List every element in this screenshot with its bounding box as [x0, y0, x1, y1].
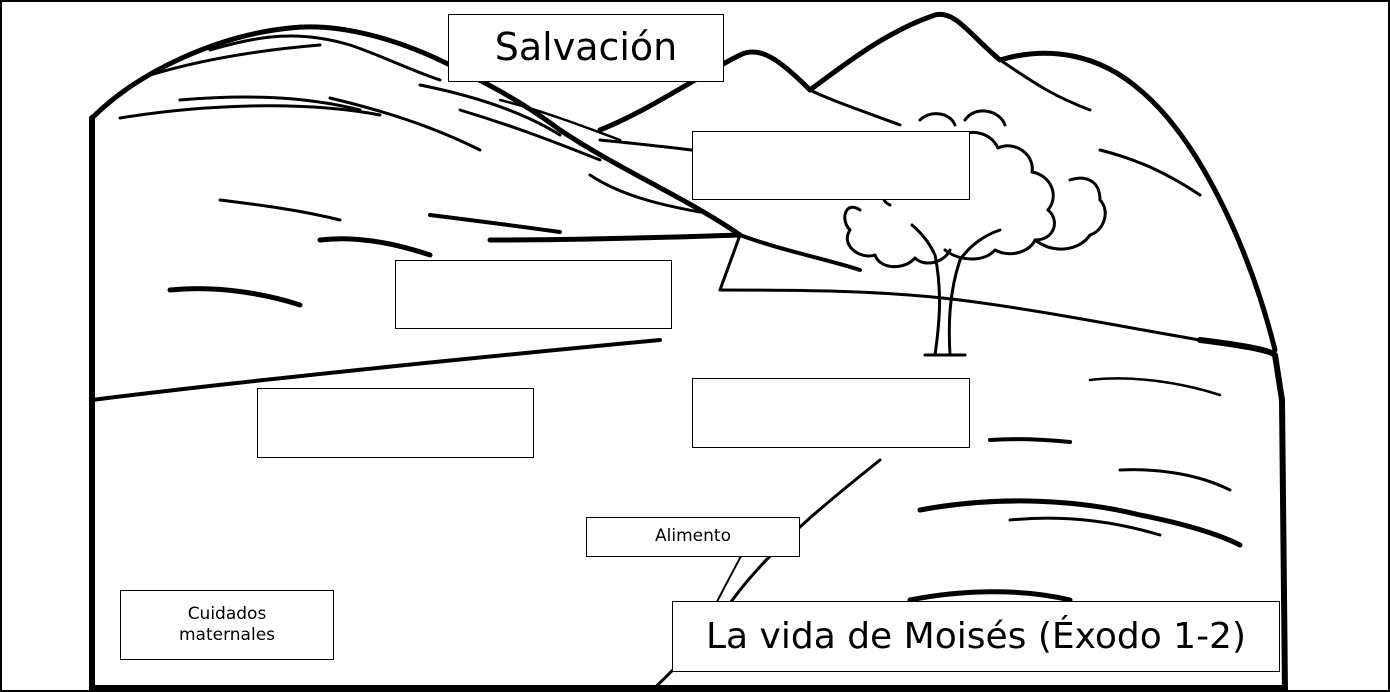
blank-answer-box-2[interactable] — [395, 260, 672, 329]
blank-answer-box-4[interactable] — [692, 378, 970, 448]
right-mountain — [597, 11, 1278, 353]
subtitle-box: La vida de Moisés (Éxodo 1-2) — [672, 601, 1280, 672]
blank-answer-box-1[interactable] — [692, 131, 970, 200]
alimento-label-box: Alimento — [586, 517, 800, 557]
title-box: Salvación — [448, 14, 724, 82]
alimento-label: Alimento — [655, 526, 731, 547]
title-text: Salvación — [494, 25, 678, 70]
subtitle-text: La vida de Moisés (Éxodo 1-2) — [705, 616, 1247, 657]
cuidados-label-box: Cuidados maternales — [120, 590, 334, 660]
blank-answer-box-3[interactable] — [257, 388, 534, 458]
cuidados-label: Cuidados maternales — [178, 603, 276, 645]
